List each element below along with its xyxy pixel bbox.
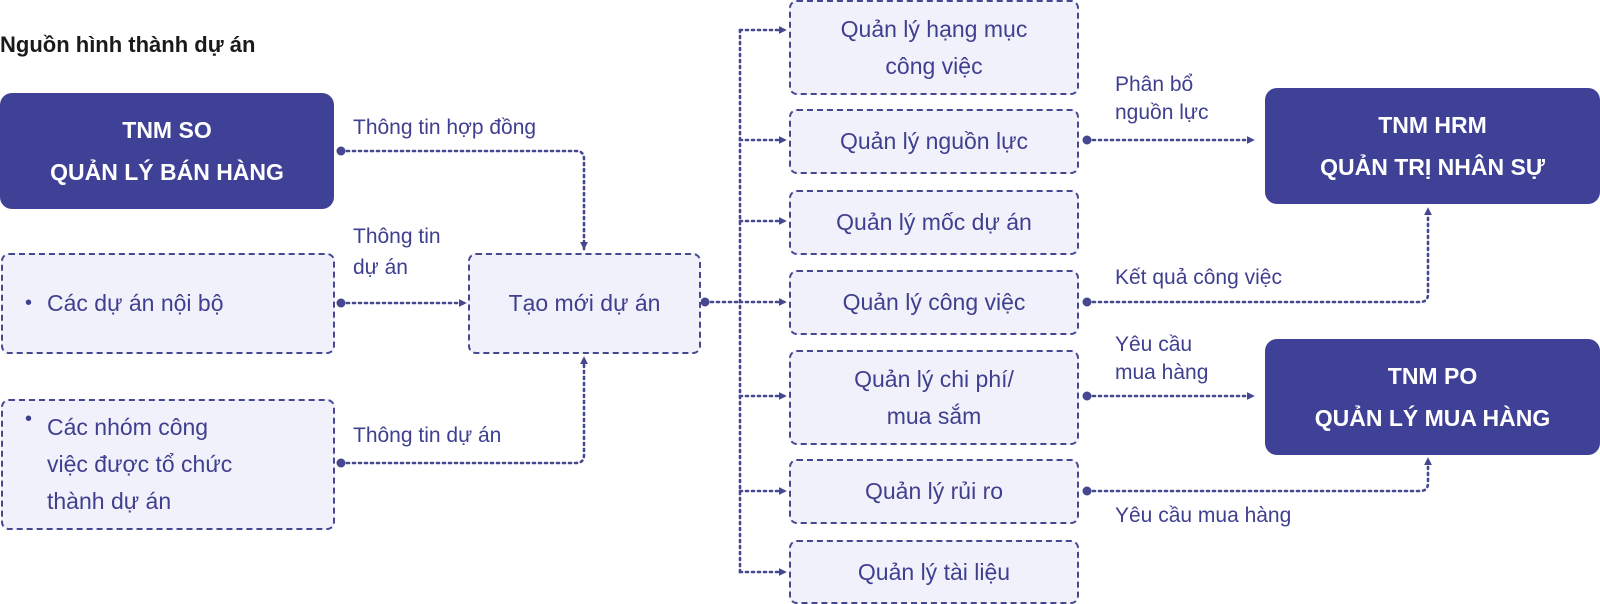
label-purchase-req-l2: mua hàng	[1115, 361, 1209, 384]
module-items-box: Quản lý hạng mục công việc	[789, 0, 1079, 95]
connector-dot	[1082, 297, 1092, 307]
bullet-icon: •	[25, 292, 33, 314]
tnm-so-subtitle: QUẢN LÝ BÁN HÀNG	[50, 159, 284, 185]
label-project-info-l2: dự án	[353, 256, 408, 279]
tnm-hrm-subtitle: QUẢN TRỊ NHÂN SỰ	[1320, 154, 1545, 180]
module-items-line1: Quản lý hạng mục	[840, 15, 1028, 42]
internal-projects-text: Các dự án nội bộ	[47, 290, 224, 316]
tnm-hrm-name: TNM HRM	[1378, 112, 1487, 138]
tnm-hrm-box: TNM HRM QUẢN TRỊ NHÂN SỰ	[1265, 88, 1600, 204]
connector-dot	[336, 146, 346, 156]
connector-tasks-to-hrm	[1085, 206, 1432, 304]
create-project-box: Tạo mới dự án	[468, 253, 701, 354]
connector-groups-to-create	[339, 355, 588, 465]
label-purchase-req-bottom: Yêu cầu mua hàng	[1115, 504, 1292, 527]
module-milestones-box: Quản lý mốc dự án	[789, 190, 1079, 255]
module-cost-box: Quản lý chi phí/ mua sắm	[789, 350, 1079, 445]
module-tasks-text: Quản lý công việc	[842, 289, 1026, 315]
work-groups-line2: việc được tổ chức	[47, 451, 233, 477]
connector-risk-to-po	[1085, 456, 1432, 493]
module-items-line2: công việc	[885, 52, 983, 79]
label-work-result: Kết quả công việc	[1115, 266, 1282, 289]
tnm-so-box: TNM SO QUẢN LÝ BÁN HÀNG	[0, 93, 334, 209]
label-allocate-l2: nguồn lực	[1115, 101, 1209, 124]
bullet-icon: •	[25, 408, 33, 430]
connector-dot	[1082, 135, 1092, 145]
diagram-title: Nguồn hình thành dự án	[0, 32, 256, 57]
module-milestones-text: Quản lý mốc dự án	[836, 209, 1032, 235]
module-resources-text: Quản lý nguồn lực	[839, 128, 1028, 154]
module-risk-box: Quản lý rủi ro	[789, 459, 1079, 524]
create-project-text: Tạo mới dự án	[508, 290, 661, 316]
module-cost-line2: mua sắm	[886, 402, 982, 429]
tnm-po-box: TNM PO QUẢN LÝ MUA HÀNG	[1265, 339, 1600, 455]
module-risk-text: Quản lý rủi ro	[864, 478, 1004, 504]
tnm-so-name: TNM SO	[122, 117, 212, 143]
connector-dot	[336, 298, 346, 308]
tnm-po-name: TNM PO	[1387, 363, 1478, 389]
label-project-info-l1: Thông tin	[353, 225, 441, 248]
label-project-info-bottom: Thông tin dự án	[353, 424, 502, 447]
connector-dot	[1082, 486, 1092, 496]
work-groups-line1: Các nhóm công	[47, 414, 209, 440]
module-cost-line1: Quản lý chi phí/	[854, 365, 1014, 392]
label-purchase-req-l1: Yêu cầu	[1115, 333, 1193, 356]
internal-projects-box: • Các dự án nội bộ	[1, 253, 335, 354]
connector-dot	[1082, 391, 1092, 401]
module-docs-box: Quản lý tài liệu	[789, 540, 1079, 604]
tnm-po-subtitle: QUẢN LÝ MUA HÀNG	[1314, 405, 1551, 431]
connector-so-to-create	[339, 149, 588, 251]
module-docs-text: Quản lý tài liệu	[857, 558, 1011, 585]
module-tasks-box: Quản lý công việc	[789, 270, 1079, 335]
connector-dot	[700, 297, 710, 307]
label-contract-info: Thông tin hợp đồng	[353, 116, 537, 139]
connector-dot	[336, 458, 346, 468]
module-resources-box: Quản lý nguồn lực	[789, 109, 1079, 174]
work-groups-box: • Các nhóm công việc được tổ chức thành …	[1, 399, 335, 530]
work-groups-line3: thành dự án	[47, 488, 172, 514]
label-allocate-l1: Phân bổ	[1115, 73, 1194, 96]
